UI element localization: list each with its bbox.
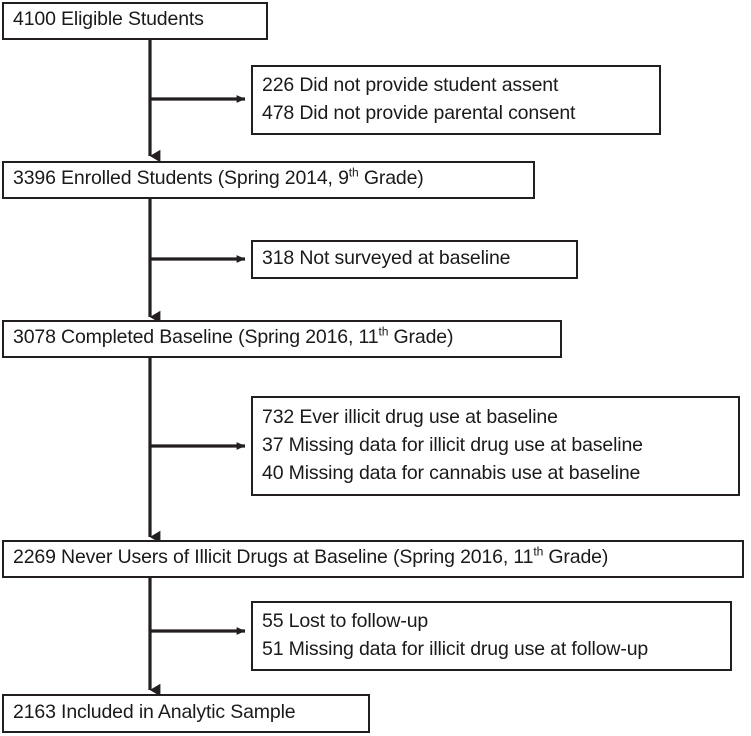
node-excluded-consent: 226 Did not provide student assent 478 D… [251, 65, 661, 135]
node-enrolled-students: 3396 Enrolled Students (Spring 2014, 9th… [2, 161, 535, 199]
node-completed-baseline-text-pre: 3078 Completed Baseline (Spring 2016, 11 [13, 326, 379, 349]
node-excluded-baseline-use: 732 Ever illicit drug use at baseline 37… [251, 396, 740, 496]
node-eligible-students: 4100 Eligible Students [2, 2, 268, 40]
node-never-users-text-post: Grade) [543, 546, 609, 569]
node-excluded-consent-line-2: 478 Did not provide parental consent [262, 102, 576, 124]
node-never-users: 2269 Never Users of Illicit Drugs at Bas… [2, 540, 744, 578]
node-analytic-sample-line-1: 2163 Included in Analytic Sample [13, 700, 296, 723]
node-excluded-followup-line-1: 55 Lost to follow-up [262, 609, 429, 632]
node-enrolled-students-text-pre: 3396 Enrolled Students (Spring 2014, 9 [13, 167, 349, 190]
node-completed-baseline-text-post: Grade) [388, 326, 454, 349]
node-eligible-students-line-1: 4100 Eligible Students [13, 8, 204, 31]
node-never-users-line-1: 2269 Never Users of Illicit Drugs at Bas… [13, 544, 733, 572]
node-excluded-not-surveyed-line-1: 318 Not surveyed at baseline [262, 246, 511, 269]
node-excluded-consent-line-1: 226 Did not provide student assent [262, 73, 559, 96]
node-excluded-not-surveyed: 318 Not surveyed at baseline [251, 240, 578, 279]
node-never-users-text-pre: 2269 Never Users of Illicit Drugs at Bas… [13, 546, 534, 569]
node-enrolled-students-ordinal: th [348, 165, 359, 180]
node-completed-baseline: 3078 Completed Baseline (Spring 2016, 11… [2, 320, 562, 358]
node-excluded-baseline-use-line-1: 732 Ever illicit drug use at baseline [262, 405, 558, 428]
node-enrolled-students-text-post: Grade) [358, 167, 424, 190]
node-excluded-baseline-use-line-2: 37 Missing data for illicit drug use at … [262, 433, 643, 456]
node-never-users-ordinal: th [533, 544, 544, 559]
node-analytic-sample: 2163 Included in Analytic Sample [2, 694, 370, 733]
node-completed-baseline-ordinal: th [378, 324, 389, 339]
node-excluded-followup-line-2: 51 Missing data for illicit drug use at … [262, 638, 649, 660]
node-completed-baseline-line-1: 3078 Completed Baseline (Spring 2016, 11… [13, 324, 551, 352]
node-excluded-baseline-use-line-3: 40 Missing data for cannabis use at base… [262, 462, 641, 485]
node-enrolled-students-line-1: 3396 Enrolled Students (Spring 2014, 9th… [13, 165, 524, 193]
node-excluded-followup: 55 Lost to follow-up 51 Missing data for… [251, 601, 732, 671]
